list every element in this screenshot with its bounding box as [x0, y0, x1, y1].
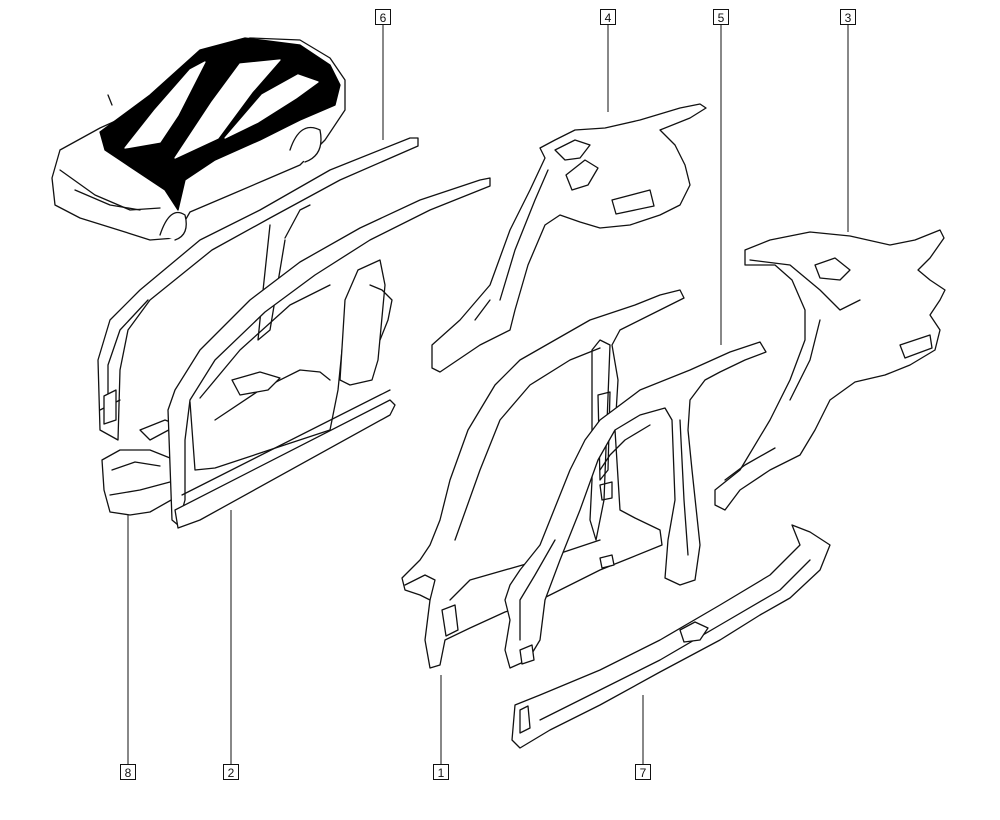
- part-4-rear-quarter: [431, 103, 707, 373]
- part-7-sill-panel: [511, 524, 831, 749]
- callout-1: 1: [433, 764, 449, 780]
- callout-4: 4: [600, 9, 616, 25]
- callout-2: 2: [223, 764, 239, 780]
- callout-5: 5: [713, 9, 729, 25]
- part-3-rear-quarter-panel: [714, 229, 946, 511]
- reference-car-illustration: [51, 37, 346, 241]
- callout-6: 6: [375, 9, 391, 25]
- callout-8: 8: [120, 764, 136, 780]
- callout-3: 3: [840, 9, 856, 25]
- callout-7: 7: [635, 764, 651, 780]
- part-2-body-side-inner: [167, 177, 491, 529]
- part-5-body-side-outer: [504, 341, 767, 669]
